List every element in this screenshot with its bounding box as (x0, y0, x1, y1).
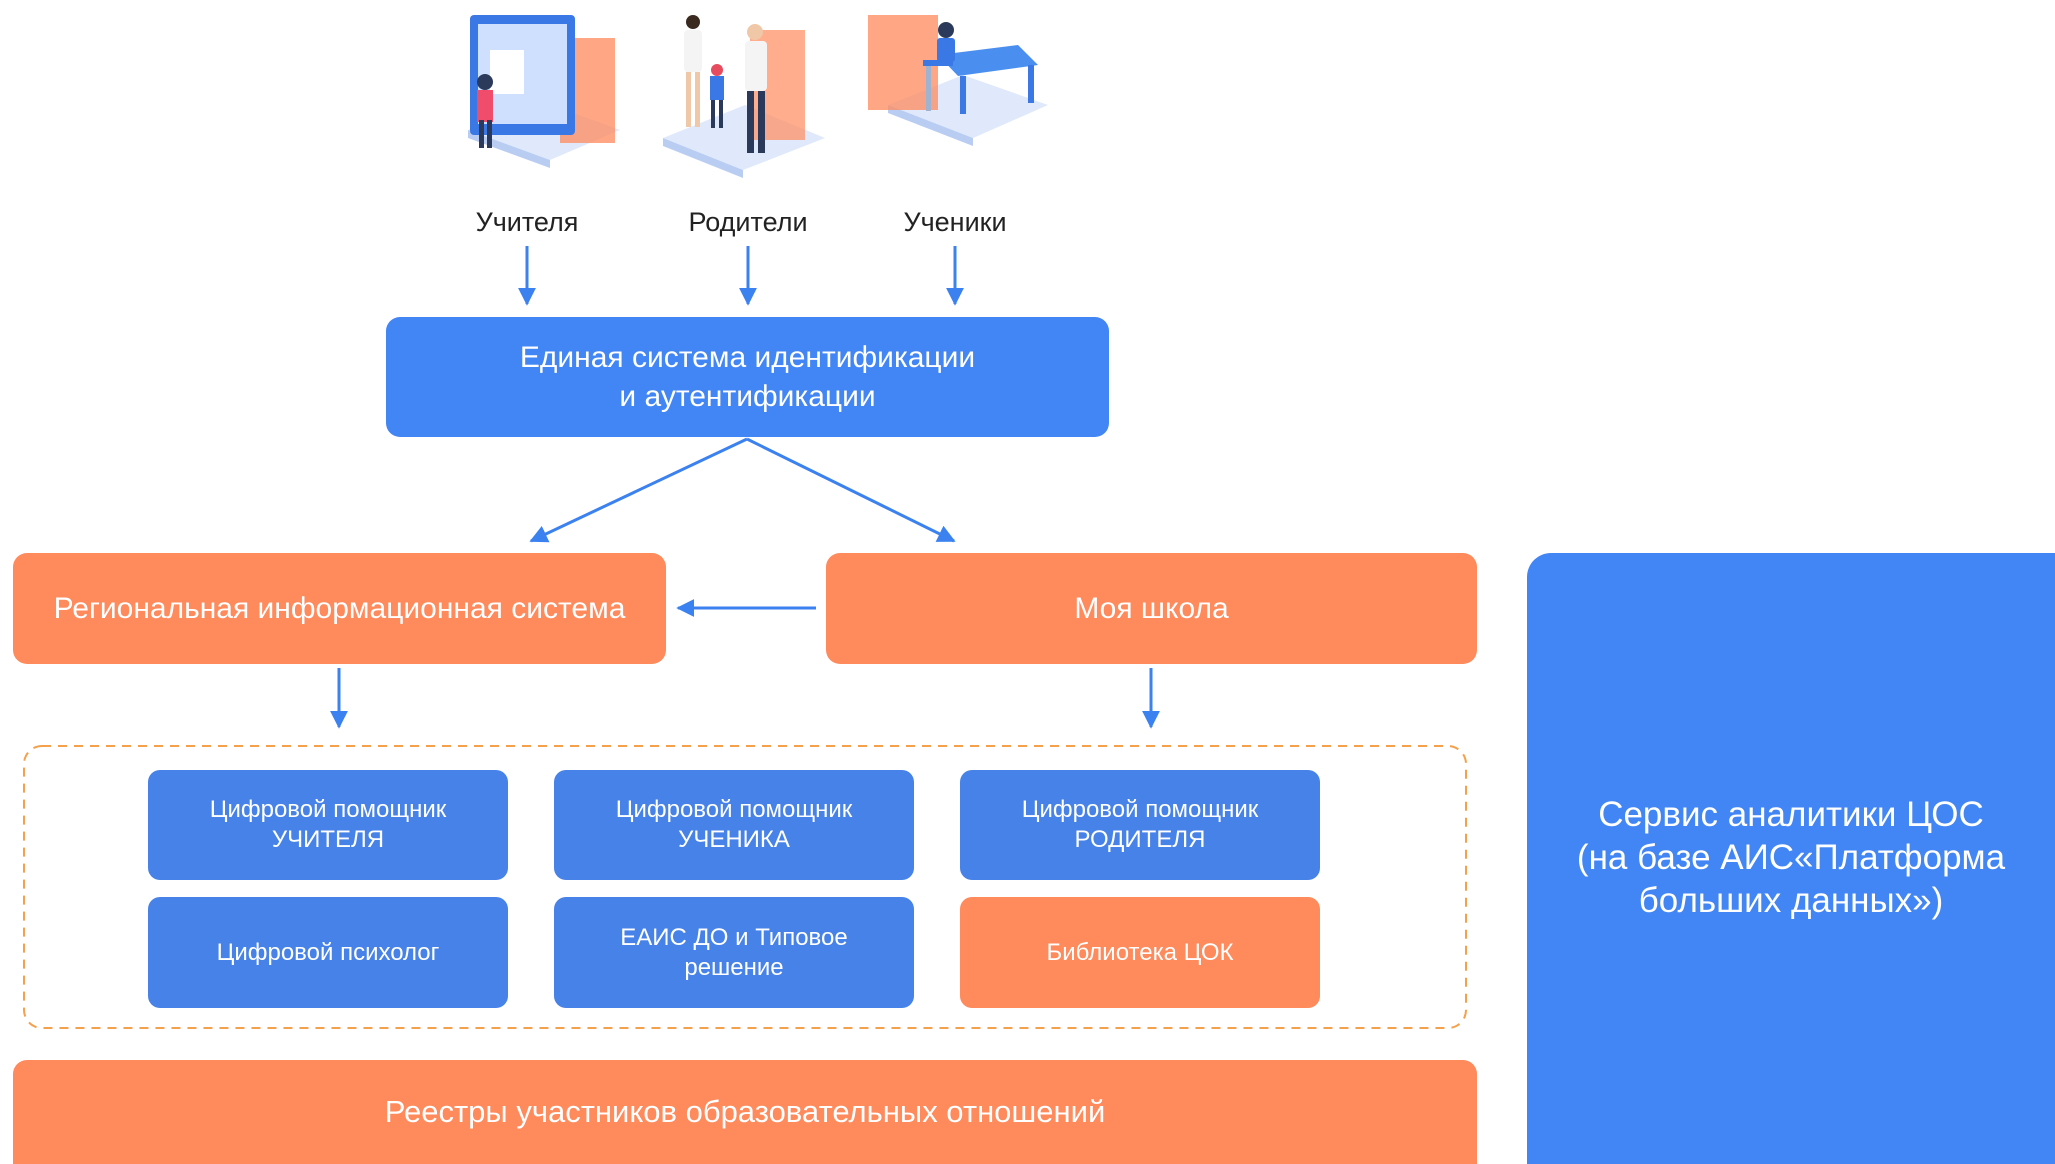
services-group-frame (23, 745, 1467, 1029)
tile-parent-assistant: Цифровой помощник РОДИТЕЛЯ (960, 770, 1320, 880)
esia-box: Единая система идентификации и аутентифи… (386, 317, 1109, 437)
regional-system-box: Региональная информационная система (13, 553, 666, 664)
student-at-desk-illustration (868, 10, 1053, 170)
arrow-esia-to-myschool (746, 437, 956, 543)
registries-bar: Реестры участников образовательных отнош… (13, 1060, 1477, 1164)
arrow-esia-to-regional (529, 437, 748, 543)
parents-with-child-illustration (655, 10, 830, 180)
tile-eais-do: ЕАИС ДО и Типовое решение (554, 897, 914, 1008)
my-school-box: Моя школа (826, 553, 1477, 664)
tile-cok-library: Библиотека ЦОК (960, 897, 1320, 1008)
tile-teacher-assistant: Цифровой помощник УЧИТЕЛЯ (148, 770, 508, 880)
actor-label-students: Ученики (903, 207, 1007, 237)
tile-digital-psychologist: Цифровой психолог (148, 897, 508, 1008)
teacher-at-screen-illustration (450, 10, 625, 175)
analytics-service-panel: Сервис аналитики ЦОС (на базе АИС«Платфо… (1527, 553, 2055, 1164)
tile-student-assistant: Цифровой помощник УЧЕНИКА (554, 770, 914, 880)
actor-label-parents: Родители (688, 207, 808, 237)
actor-label-teachers: Учителя (475, 207, 579, 237)
